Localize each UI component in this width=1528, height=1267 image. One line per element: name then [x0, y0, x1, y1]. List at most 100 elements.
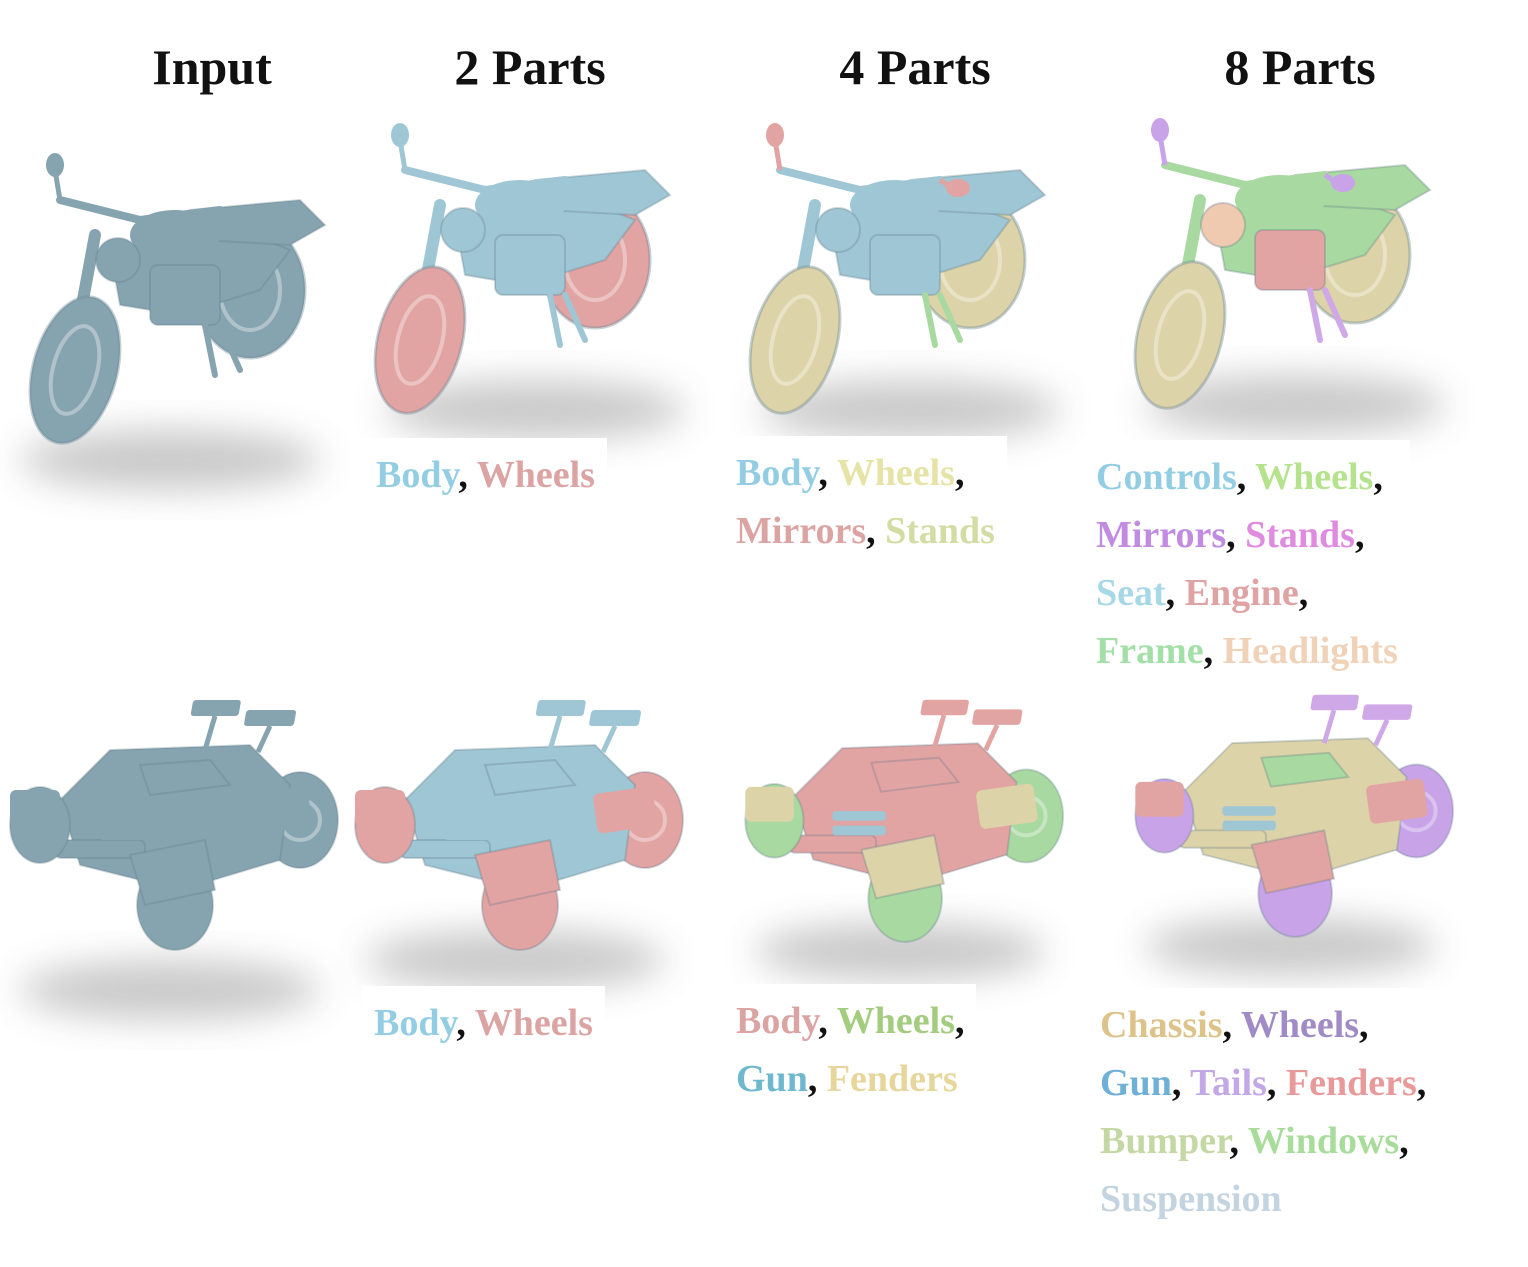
- windshield: [138, 758, 232, 797]
- front-right-fender: [860, 834, 946, 900]
- label-separator: ,: [954, 452, 965, 494]
- shadow: [365, 930, 665, 990]
- motorcycle: [748, 123, 1047, 415]
- part-label: Wheels: [836, 452, 955, 494]
- label-separator: ,: [1359, 1004, 1369, 1046]
- motorcycle-4parts-render: [720, 110, 1080, 440]
- tail-wing-right: [972, 709, 1023, 725]
- header-input: Input: [152, 39, 272, 95]
- front-right-fender: [473, 838, 562, 907]
- label-separator: ,: [1266, 1062, 1286, 1104]
- part-label: Wheels: [1240, 1004, 1360, 1046]
- part-label: Controls: [1096, 456, 1237, 498]
- tail-wing-left: [1310, 694, 1359, 711]
- label-separator: ,: [1165, 572, 1185, 614]
- part-label: Body: [736, 452, 819, 494]
- front-left-fender: [745, 786, 794, 822]
- shadow: [385, 380, 685, 440]
- part-label: Wheels: [836, 1000, 955, 1042]
- part-label: Chassis: [1100, 1004, 1223, 1046]
- front-right-fender: [1250, 829, 1336, 895]
- part-label: Suspension: [1100, 1178, 1282, 1220]
- part-label: Windows: [1247, 1120, 1400, 1162]
- label-separator: ,: [818, 452, 837, 494]
- label-line: Mirrors, Stands: [736, 502, 995, 560]
- engine: [494, 234, 566, 296]
- headlight: [440, 207, 486, 253]
- header-2-parts: 2 Parts: [454, 39, 606, 95]
- mirror-left: [1151, 118, 1169, 142]
- label-separator: ,: [954, 1000, 965, 1042]
- tail-strut-right: [255, 724, 273, 754]
- part-label: Frame: [1096, 630, 1204, 672]
- buggy-4parts-render: [720, 690, 1100, 1000]
- windshield: [483, 758, 577, 797]
- buggy-4parts-labels: Body, Wheels, Gun, Fenders: [724, 984, 977, 1112]
- front-rim: [1153, 289, 1207, 381]
- handlebar: [776, 166, 944, 195]
- label-separator: ,: [1171, 1062, 1191, 1104]
- headlight: [1200, 202, 1246, 248]
- tail-wing-right: [1362, 704, 1413, 720]
- label-line: Body, Wheels,: [736, 992, 964, 1050]
- buggy: [744, 699, 1065, 943]
- tail-wing-left: [190, 700, 241, 716]
- part-label: Gun: [736, 1058, 808, 1100]
- header-8-parts: 8 Parts: [1224, 39, 1376, 95]
- fuel-tank: [475, 180, 565, 230]
- shadow: [20, 960, 320, 1020]
- mirror-left: [46, 153, 64, 177]
- fuel-tank: [1235, 175, 1325, 225]
- mirror-left: [766, 123, 784, 147]
- kickstand: [922, 292, 963, 348]
- part-label: Tails: [1190, 1062, 1267, 1104]
- motorcycle: [373, 123, 672, 415]
- label-line: Gun, Fenders: [736, 1050, 964, 1108]
- front-left-fender: [355, 790, 405, 826]
- handlebar: [401, 166, 569, 195]
- buggy-8parts-render: [1100, 685, 1500, 995]
- label-separator: ,: [1236, 456, 1256, 498]
- label-separator: ,: [866, 510, 886, 552]
- gun-barrel-1: [100, 815, 155, 825]
- label-separator: ,: [1373, 456, 1383, 498]
- label-line: Frame, Headlights: [1096, 622, 1398, 680]
- label-line: Bumper, Windows,: [1100, 1112, 1426, 1170]
- mirror-right: [1331, 174, 1355, 192]
- shadow: [1145, 917, 1436, 976]
- label-separator: ,: [807, 1058, 827, 1100]
- label-separator: ,: [818, 1000, 837, 1042]
- tail-strut-left: [931, 714, 947, 749]
- buggy-2parts-labels: Body, Wheels: [362, 986, 605, 1056]
- motorcycle: [28, 153, 327, 445]
- label-line: Seat, Engine,: [1096, 564, 1398, 622]
- rear-fender: [593, 786, 657, 834]
- front-right-fender: [128, 838, 217, 907]
- shadow: [755, 922, 1046, 981]
- fuel-tank: [850, 180, 940, 230]
- motorcycle-4parts-labels: Body, Wheels, Mirrors, Stands: [724, 436, 1007, 564]
- tail-strut-right: [600, 724, 618, 754]
- label-separator: ,: [1226, 514, 1246, 556]
- part-label: Headlights: [1222, 630, 1398, 672]
- header-4-parts: 4 Parts: [839, 39, 991, 95]
- label-separator: ,: [1354, 514, 1365, 556]
- part-label: Wheels: [1255, 456, 1374, 498]
- fuel-tank: [130, 210, 220, 260]
- tail-strut-left: [202, 715, 218, 751]
- part-label: Gun: [1100, 1062, 1172, 1104]
- label-line: Body, Wheels: [374, 994, 593, 1052]
- kickstand: [547, 292, 588, 348]
- engine: [149, 264, 221, 326]
- gun-barrel-1: [1222, 806, 1276, 816]
- buggy-2parts-render: [345, 690, 705, 1010]
- buggy-8parts-labels: Chassis, Wheels, Gun, Tails, Fenders, Bu…: [1088, 988, 1439, 1232]
- front-rim: [48, 324, 102, 416]
- part-label: Mirrors: [1096, 514, 1227, 556]
- part-label: Fenders: [826, 1058, 958, 1100]
- part-label: Mirrors: [736, 510, 867, 552]
- gun-barrel-2: [445, 830, 500, 840]
- motorcycle-8parts-render: [1105, 105, 1465, 440]
- part-label: Stands: [885, 510, 995, 552]
- part-label: Fenders: [1285, 1062, 1417, 1104]
